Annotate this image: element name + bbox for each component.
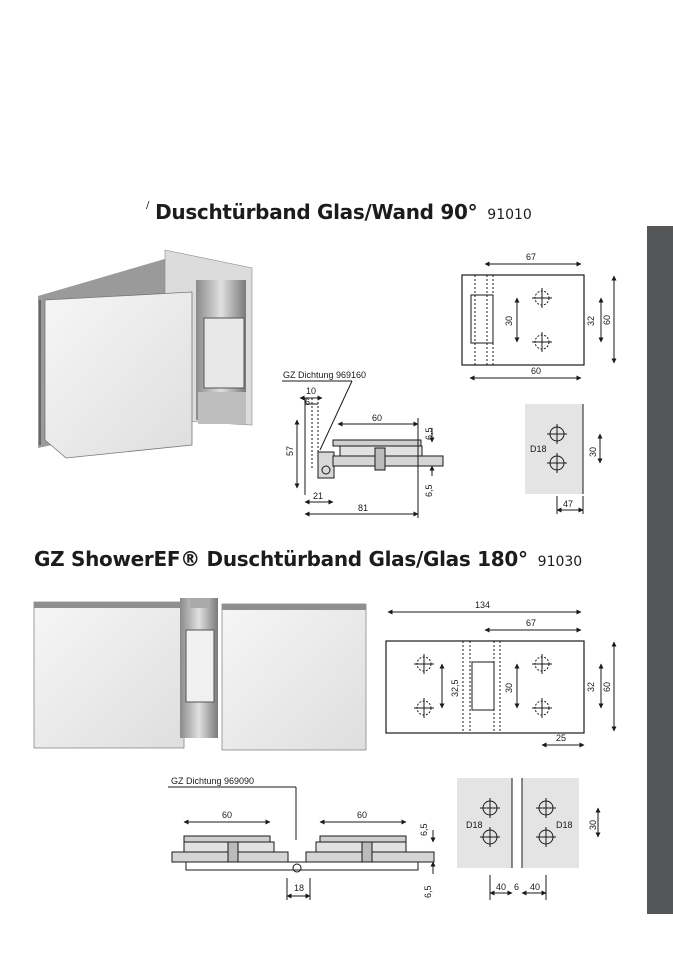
drawing2-glass-cutouts (457, 778, 601, 900)
drawing1-section (282, 380, 444, 518)
dim-6: 6 (305, 397, 310, 407)
dim-25: 25 (556, 733, 566, 743)
dim-6-5-bottom: 6,5 (424, 484, 434, 497)
d18-left: D18 (466, 820, 483, 830)
dim-18: 18 (294, 883, 304, 893)
d18-right: D18 (556, 820, 573, 830)
dim-6-5-top: 6,5 (424, 427, 434, 440)
section1-title-prefix: / (146, 200, 150, 211)
seal-label-1: GZ Dichtung 969160 (283, 370, 366, 380)
section1-code: 91010 (487, 207, 532, 223)
dim-134: 134 (475, 600, 490, 610)
dim-plate-right-60: 60 (357, 810, 367, 820)
dim-47: 47 (563, 499, 573, 509)
dim-21: 21 (313, 491, 323, 501)
hinge-photo-90 (38, 249, 253, 459)
dim-40-left: 40 (496, 882, 506, 892)
dim-60-height: 60 (602, 315, 612, 325)
dim-plate-left-60: 60 (222, 810, 232, 820)
dim-32-5: 32,5 (450, 679, 460, 697)
sidebar-band (647, 226, 673, 914)
dim-67-top: 67 (526, 252, 536, 262)
dim-60-2: 60 (602, 682, 612, 692)
dim-10: 10 (306, 386, 316, 396)
dim-6-5-top-2: 6,5 (419, 823, 429, 836)
section1-title-text: Duschtürband Glas/Wand 90° (155, 200, 478, 224)
dim-60-bottom: 60 (531, 366, 541, 376)
section2-title-text: GZ ShowerEF® Duschtürband Glas/Glas 180° (34, 547, 528, 571)
dim-30-holes: 30 (504, 316, 514, 326)
drawing1-glass-cutout (525, 404, 603, 514)
dim-30-2: 30 (504, 683, 514, 693)
seal-label-2: GZ Dichtung 969090 (171, 776, 254, 786)
drawing2-section (168, 786, 436, 900)
dim-81: 81 (358, 503, 368, 513)
d18-1: D18 (530, 444, 547, 454)
dim-6-5-bottom-2: 6,5 (423, 885, 433, 898)
drawing2-front (385, 609, 617, 748)
dim-30-cutout: 30 (588, 447, 598, 457)
section1-title: / Duschtürband Glas/Wand 90° 91010 (146, 200, 532, 224)
dim-67-half: 67 (526, 618, 536, 628)
drawing1-front (461, 261, 617, 381)
dim-30-cutout-2: 30 (588, 820, 598, 830)
section2-title: GZ ShowerEF® Duschtürband Glas/Glas 180°… (34, 547, 582, 571)
dim-32: 32 (586, 316, 596, 326)
section2-code: 91030 (537, 554, 583, 570)
dim-57: 57 (285, 446, 295, 456)
dim-32-2: 32 (586, 682, 596, 692)
hinge-photo-180 (33, 598, 367, 751)
dim-plate-60: 60 (372, 413, 382, 423)
dim-gap-6: 6 (514, 882, 519, 892)
dim-40-right: 40 (530, 882, 540, 892)
